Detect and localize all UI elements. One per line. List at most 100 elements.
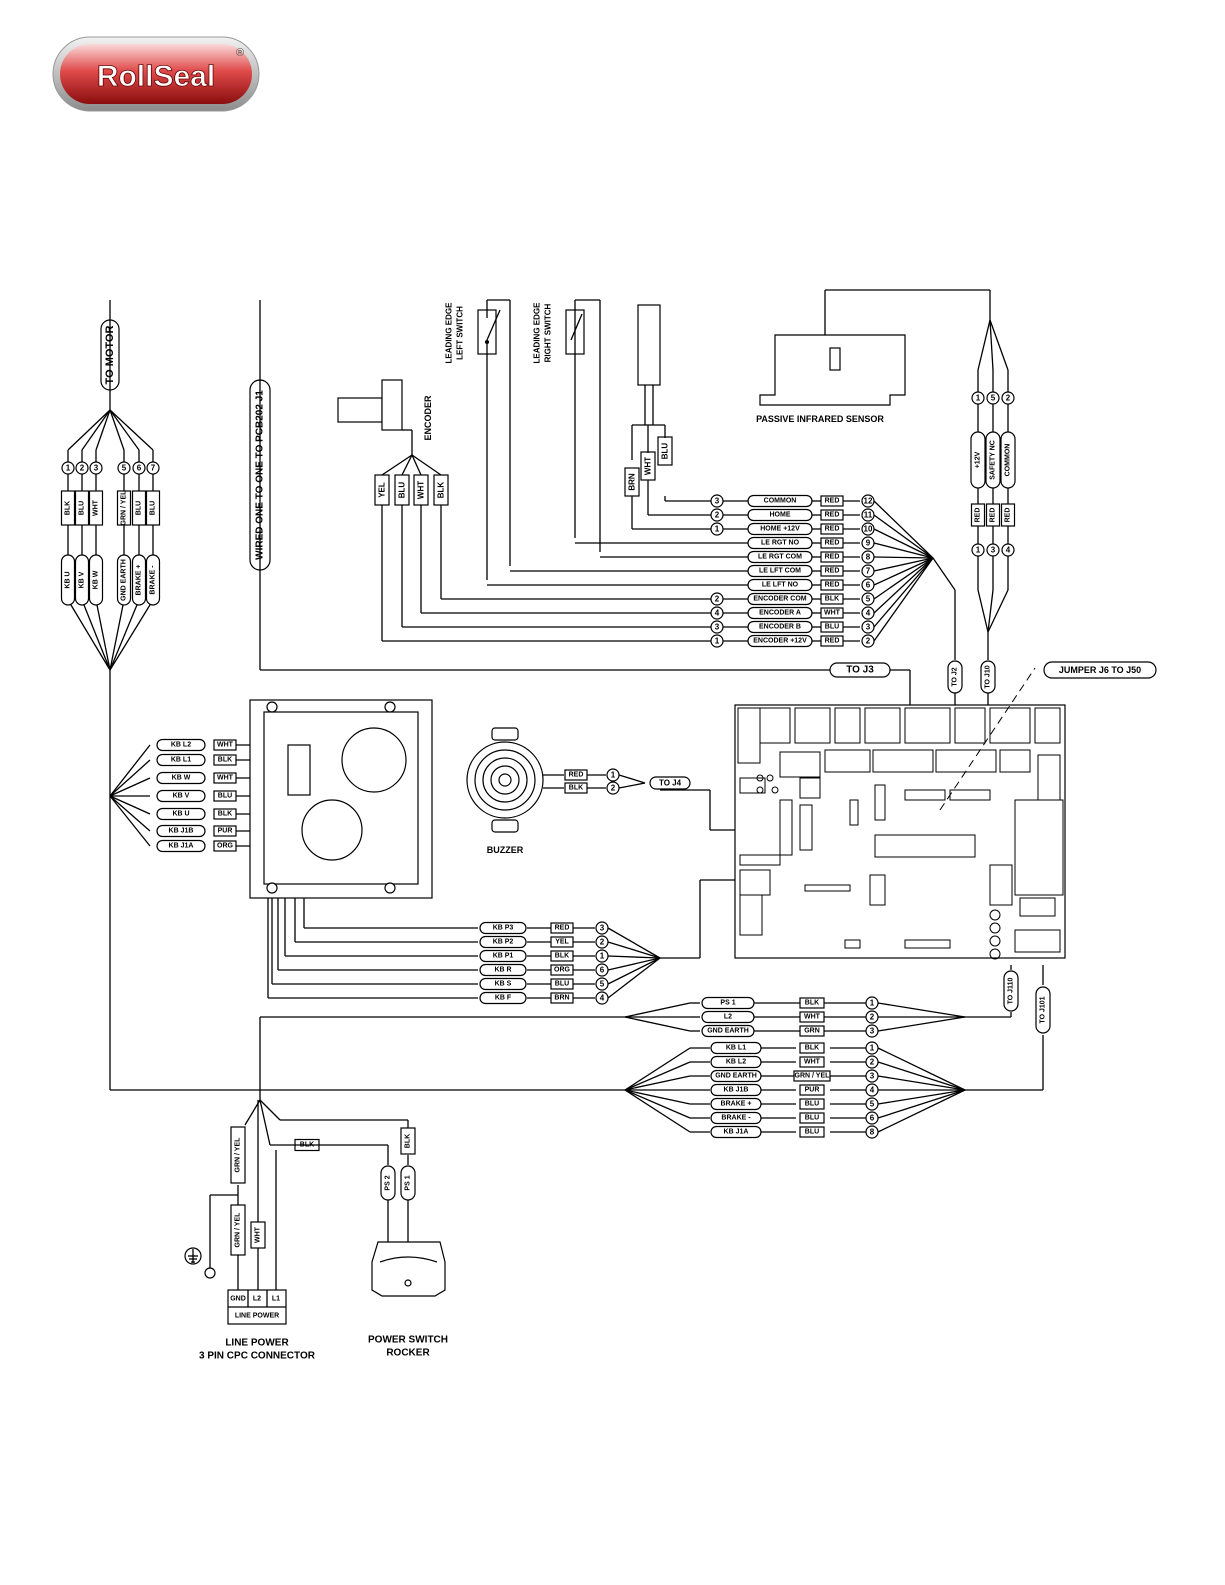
power-signal-name: GND EARTH <box>707 1028 749 1035</box>
drive-wire-color: BLK <box>805 1045 819 1052</box>
drive-pin: 4 <box>870 1086 875 1095</box>
power-fan-left <box>624 1016 691 1032</box>
harness-signal-name: ENCODER COM <box>753 596 806 603</box>
harness-wire-color: RED <box>825 568 840 575</box>
kb-drive-terminal-box <box>156 789 206 803</box>
kb-control-terminal: KB S <box>495 981 512 988</box>
power-fan-right <box>877 1016 966 1032</box>
drive-fan-left <box>624 1075 691 1091</box>
harness-wire-color: RED <box>825 554 840 561</box>
motor-terminal: GND EARTH <box>121 559 128 601</box>
pir-fan-top <box>977 319 991 371</box>
harness-left-pin: 4 <box>715 609 720 618</box>
pir-wire-color: RED <box>990 508 997 523</box>
drive-signal-name: KB J1B <box>724 1087 749 1094</box>
kb-drive-fan <box>109 777 151 797</box>
static-wiring <box>109 289 1066 1297</box>
buzzer-pin: 1 <box>611 771 616 780</box>
motor-pin-circle <box>75 461 89 475</box>
harness-signal-name: ENCODER +12V <box>753 638 807 645</box>
kb-control-terminal: KB P2 <box>493 939 514 946</box>
kb-drive-fan <box>109 795 151 815</box>
kb-drive-wire-color: ORG <box>217 843 234 850</box>
harness-wire-color: RED <box>825 582 840 589</box>
kb-drive-terminal-box <box>156 753 206 767</box>
harness-right-pin: 12 <box>864 497 873 506</box>
pir-wire-name-box <box>1000 431 1016 489</box>
pir-wire-color-box <box>1000 503 1016 527</box>
kb-drive-terminal: KB V <box>173 793 190 800</box>
harness-right-pin: 9 <box>866 539 871 548</box>
kb-drive-wire-color: BLU <box>218 793 232 800</box>
rollseal-logo: RollSeal ® <box>52 36 260 112</box>
harness-signal-name: LE LFT NO <box>762 582 799 589</box>
kb-control-wire-color: YEL <box>555 939 569 946</box>
drive-wire-color: BLU <box>805 1101 819 1108</box>
motor-terminal-box <box>145 554 161 606</box>
line-power-box-label: LINE POWER <box>235 1313 279 1320</box>
line-power-caption: 3 PIN CPC CONNECTOR <box>199 1351 316 1362</box>
encoder-flange <box>381 379 403 431</box>
kb-control-terminal-box <box>479 935 527 949</box>
kb-drive-terminal-box <box>156 839 206 853</box>
pir-sensor-pin: 1 <box>976 394 981 403</box>
kb-control-terminal-box <box>479 949 527 963</box>
power-pin: 3 <box>870 1027 875 1036</box>
line-power-caption: LINE POWER <box>225 1338 289 1349</box>
motor-fan-bottom <box>109 599 140 671</box>
harness-left-pin: 3 <box>715 623 720 632</box>
buzzer-pin: 2 <box>611 784 616 793</box>
kb-drive-wire-color: PUR <box>218 828 233 835</box>
pir-wire-name: +12V <box>975 451 982 468</box>
pir-j10-pin: 3 <box>991 546 996 555</box>
harness-right-pin: 4 <box>866 609 871 618</box>
power-wire-color: WHT <box>804 1014 821 1021</box>
drive-wire-color: GRN / YEL <box>795 1073 831 1080</box>
buzzer-wire-color: RED <box>569 772 584 779</box>
motor-terminal-box <box>74 554 90 606</box>
drive-fan-right <box>877 1047 966 1091</box>
harness-wire-color: WHT <box>824 610 841 617</box>
line-power-wire-color-box <box>230 1126 246 1184</box>
right-switch-label-line2: RIGHT SWITCH <box>544 303 553 362</box>
drive-signal-name: GND EARTH <box>715 1073 757 1080</box>
harness-left-pin-circle <box>710 522 724 536</box>
to-j4-label-box <box>649 776 691 790</box>
motor-pin: 6 <box>137 464 142 473</box>
j2-trunk <box>932 557 956 591</box>
to-j4-label: TO J4 <box>659 779 682 788</box>
logo-registered-mark: ® <box>236 47 244 59</box>
drive-fan-left <box>624 1089 691 1133</box>
harness-signal-name: LE LFT COM <box>759 568 801 575</box>
drive-signal-name: BRAKE + <box>721 1101 752 1108</box>
kb-drive-terminal: KB L1 <box>171 757 191 764</box>
pir-j10-pin: 4 <box>1006 546 1011 555</box>
drive-wire-color: WHT <box>804 1059 821 1066</box>
kb-control-terminal: KB R <box>494 967 511 974</box>
power-signal-name: L2 <box>724 1014 732 1021</box>
encoder-fan <box>401 454 413 476</box>
drive-pin: 2 <box>870 1058 875 1067</box>
kb-control-terminal-box <box>479 977 527 991</box>
motor-fan-top <box>109 409 154 451</box>
motor-pin: 1 <box>66 464 71 473</box>
pir-sensor-pin-circle <box>971 391 985 405</box>
harness-fan <box>873 557 934 628</box>
harness-left-pin-circle <box>710 634 724 648</box>
motor-terminal: KB W <box>93 570 100 589</box>
kb-drive-fan <box>109 795 151 847</box>
pir-j10-pin-circle <box>971 543 985 557</box>
to-j110-label: TO J110 <box>1008 978 1015 1005</box>
buzzer-label: BUZZER <box>487 845 524 855</box>
motor-fan-top <box>109 409 125 451</box>
logo-wordmark: RollSeal <box>97 60 215 93</box>
power-wire-color: BLK <box>805 1000 819 1007</box>
home-wire-color: BRN <box>628 473 637 491</box>
drive-fan-right <box>877 1075 966 1091</box>
harness-fan <box>873 528 934 559</box>
pir-j10-pin: 1 <box>976 546 981 555</box>
switch-wire-label: PS 1 <box>405 1175 412 1190</box>
motor-fan-top <box>95 409 111 451</box>
encoder-wire-color: WHT <box>417 481 426 499</box>
